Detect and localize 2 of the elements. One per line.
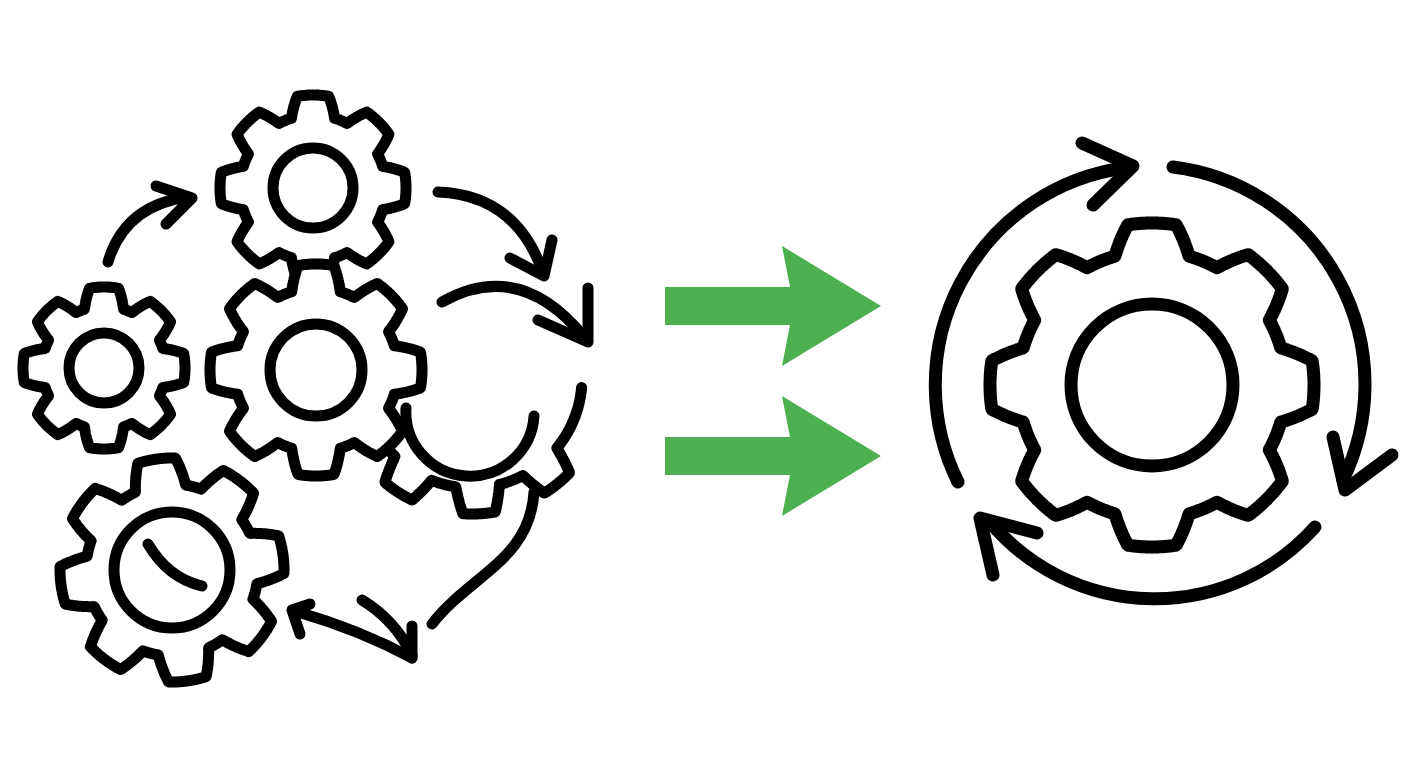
arrow bbox=[665, 396, 881, 516]
arrow bbox=[665, 246, 881, 366]
